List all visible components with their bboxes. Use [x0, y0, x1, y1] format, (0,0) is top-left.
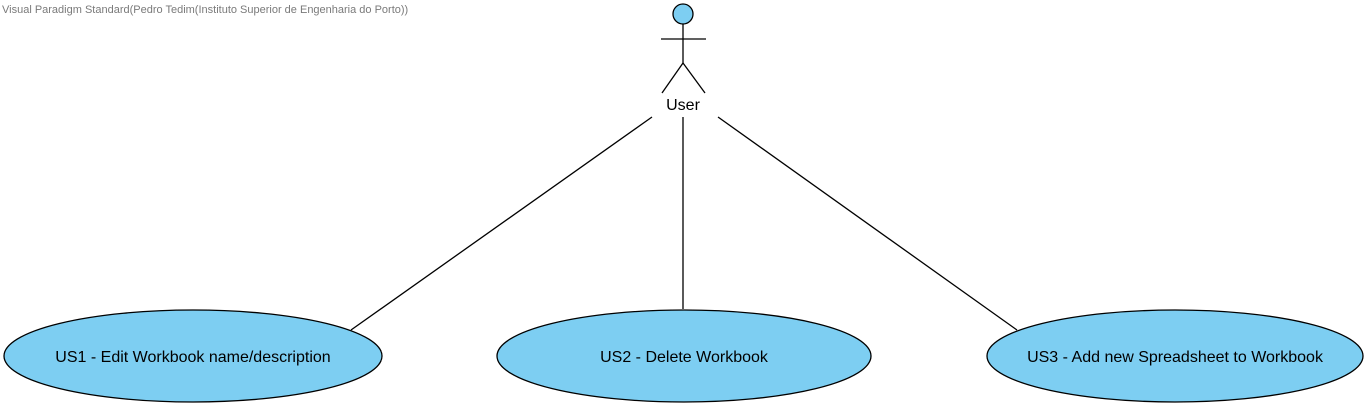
use-case-us3-label: US3 - Add new Spreadsheet to Workbook — [1027, 349, 1324, 366]
use-case-us3-ellipse — [986, 309, 1364, 403]
actor-head — [672, 3, 694, 25]
use-case-us3[interactable]: US3 - Add new Spreadsheet to Workbook — [986, 309, 1364, 403]
use-case-us2-ellipse — [496, 309, 872, 403]
watermark-text: Visual Paradigm Standard(Pedro Tedim(Ins… — [2, 4, 409, 16]
use-case-us2[interactable]: US2 - Delete Workbook — [496, 309, 872, 403]
association-user-us1 — [350, 116, 653, 331]
use-case-us2-label: US2 - Delete Workbook — [600, 349, 769, 366]
association-user-us3 — [717, 116, 1018, 331]
use-case-us1-ellipse — [3, 309, 383, 403]
actor-user[interactable]: User — [661, 3, 706, 114]
use-case-us1[interactable]: US1 - Edit Workbook name/description — [3, 309, 383, 403]
stick-figure-actor-icon — [661, 3, 706, 94]
actor-label: User — [666, 97, 700, 114]
use-case-us1-label: US1 - Edit Workbook name/description — [55, 349, 330, 366]
